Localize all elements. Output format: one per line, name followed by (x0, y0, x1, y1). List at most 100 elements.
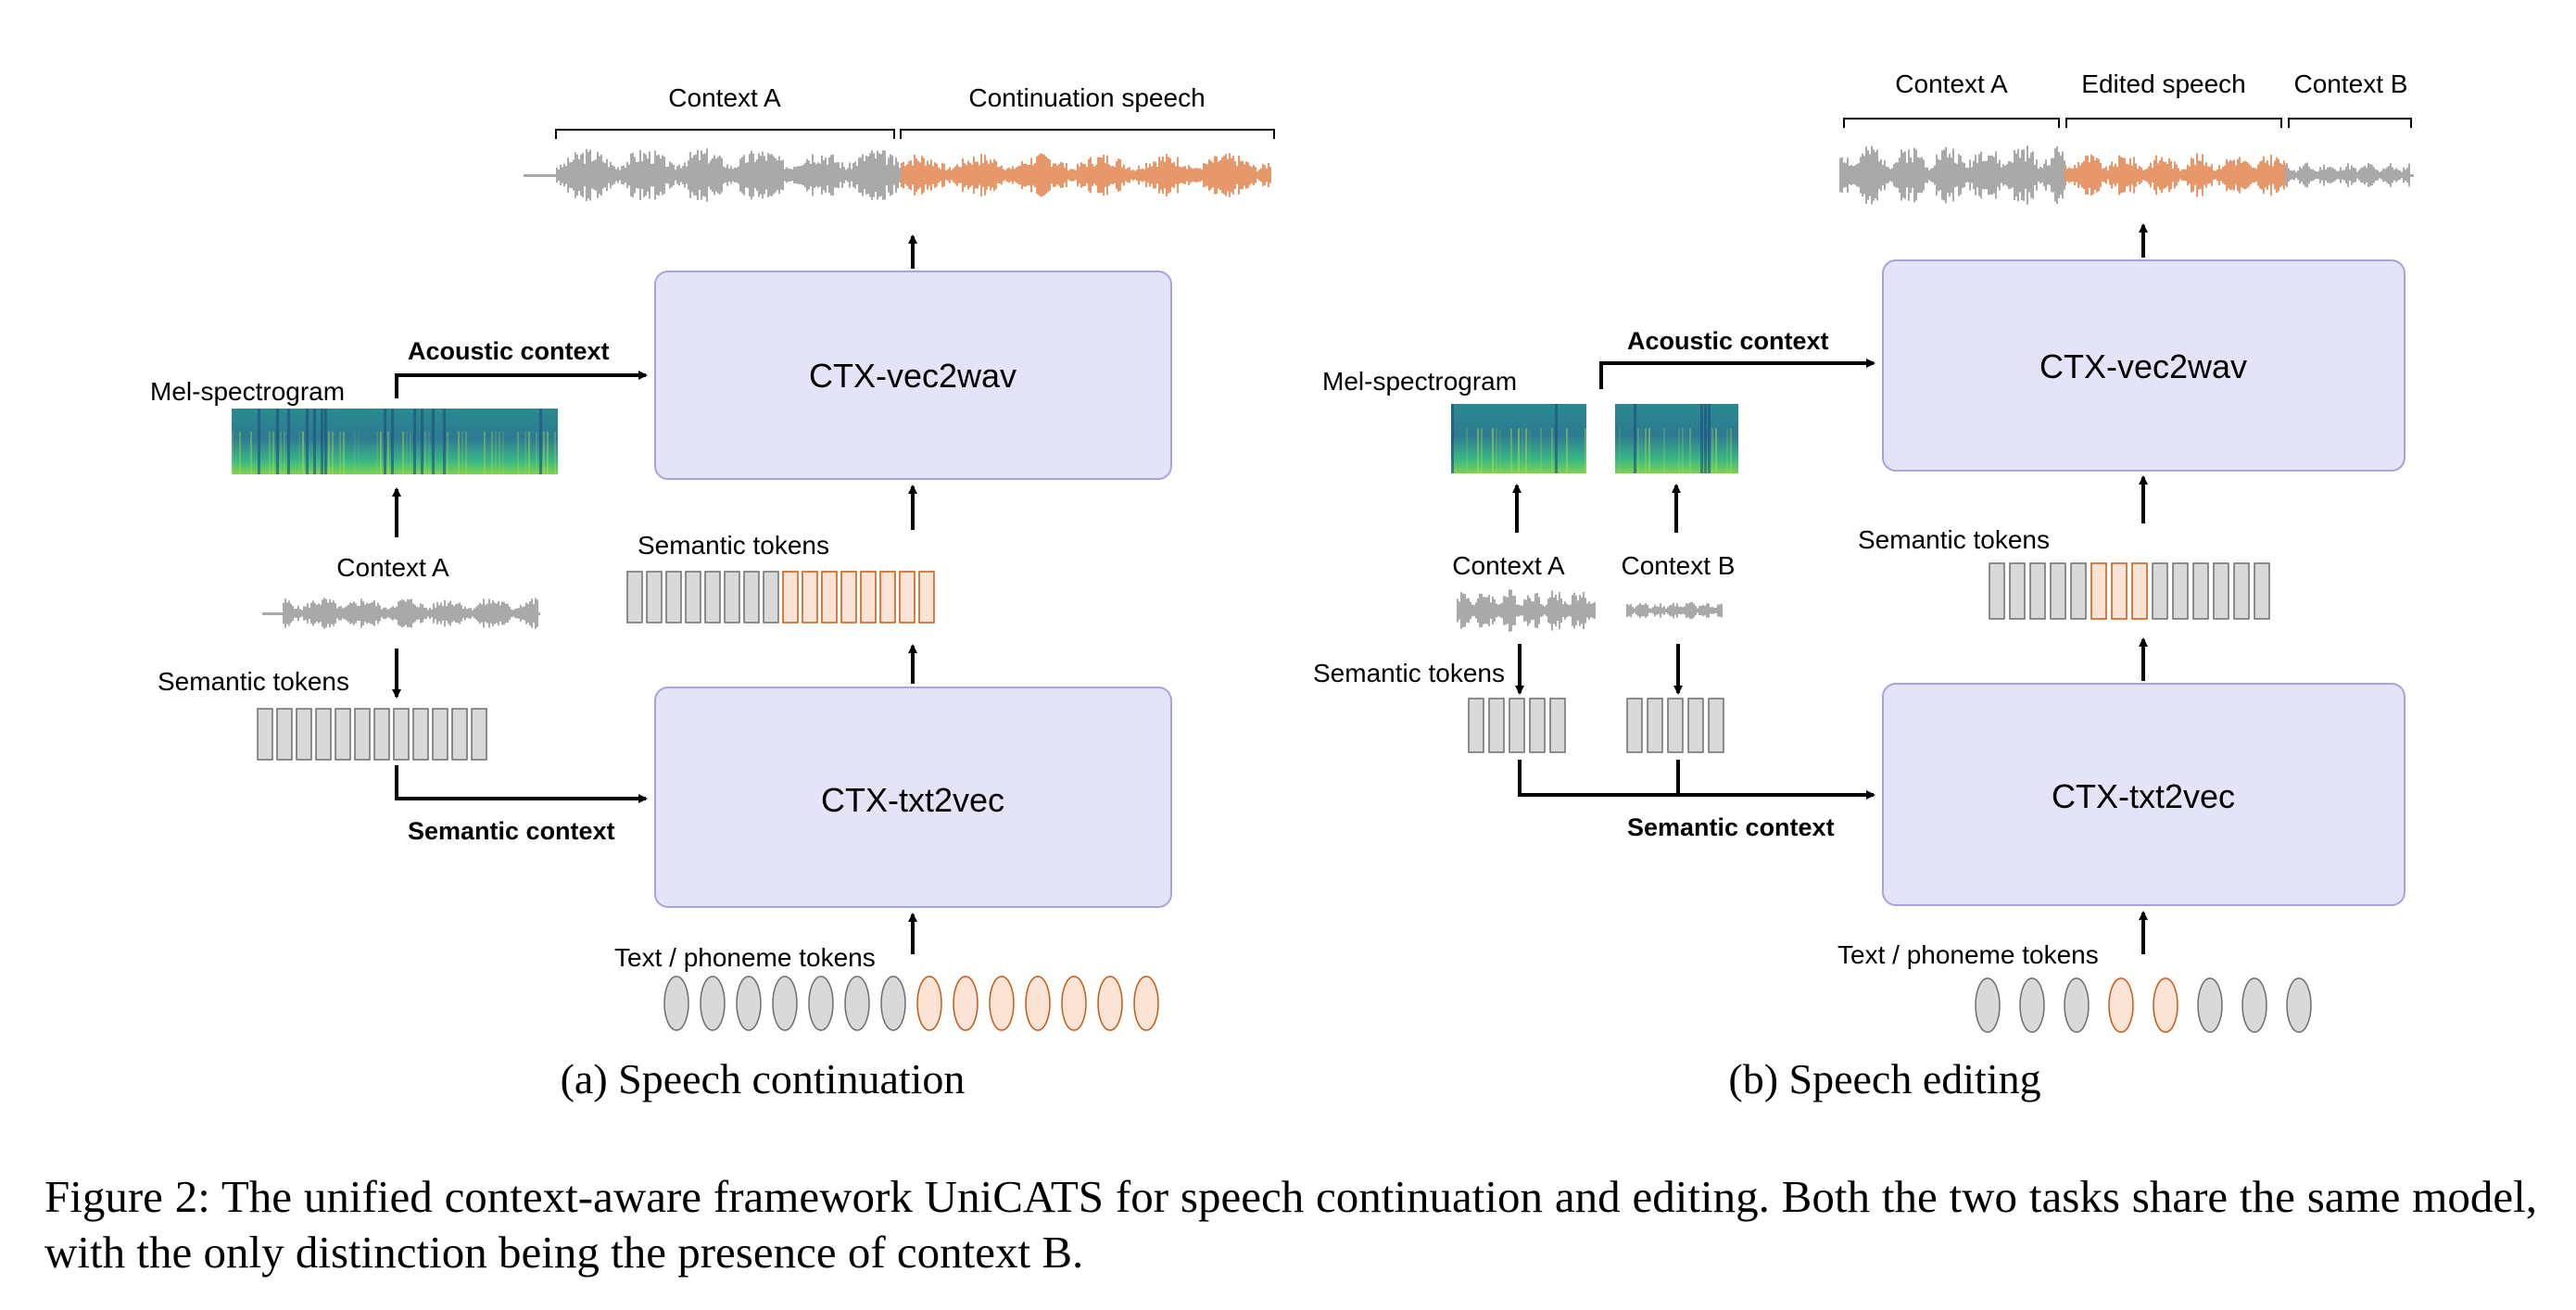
context-b-label: Context B (1622, 551, 1736, 580)
semantic-token-context (1549, 698, 1566, 753)
phoneme-tokens (663, 976, 1159, 1031)
top-label-continuation-speech: Continuation speech (968, 83, 1205, 112)
mel-spectrogram-label: Mel-spectrogram (150, 377, 345, 406)
semantic-token-context (724, 571, 740, 624)
semantic-token-context (1667, 698, 1684, 753)
phoneme-token-target (1025, 976, 1051, 1031)
subcaption-continuation: (a) Speech continuation (561, 1055, 966, 1102)
semantic-token-context (471, 708, 487, 761)
top-label-edited-speech: Edited speech (2081, 69, 2245, 98)
semantic-tokens-context-a-b (1468, 698, 1566, 753)
semantic-token-context (646, 571, 663, 624)
phoneme-token-context (700, 976, 726, 1031)
phoneme-token-target (1061, 976, 1087, 1031)
semantic-token-context (685, 571, 701, 624)
phoneme-tokens-b (1975, 977, 2312, 1033)
ctx-txt2vec-box-b (1882, 683, 2406, 906)
bracket-continuation-speech (900, 129, 1275, 139)
context-b-waveform (1626, 601, 1723, 620)
semantic-token-context (2192, 562, 2209, 620)
phoneme-token-context (2064, 977, 2090, 1033)
ctx-txt2vec-label: CTX-txt2vec (821, 781, 1004, 819)
semantic-token-generated (879, 571, 896, 624)
phoneme-token-context (808, 976, 834, 1031)
semantic-token-context (1989, 562, 2005, 620)
semantic-token-context (763, 571, 779, 624)
context-a-waveform-b (1457, 588, 1596, 633)
semantic-context-label-b: Semantic context (1627, 813, 1835, 841)
semantic-token-context (315, 708, 332, 761)
top-label-context-a-b: Context A (1895, 69, 2008, 98)
phoneme-token-context (2019, 977, 2045, 1033)
semantic-token-context (354, 708, 371, 761)
ctx-vec2wav-label-b: CTX-vec2wav (2039, 347, 2247, 385)
semantic-token-context (1626, 698, 1643, 753)
semantic-token-context (2029, 562, 2046, 620)
semantic-token-context (393, 708, 410, 761)
semantic-token-context (743, 571, 760, 624)
top-label-context-b: Context B (2294, 69, 2408, 98)
context-a-label: Context A (336, 553, 449, 582)
semantic-token-context (276, 708, 293, 761)
bracket-edited-speech (2065, 118, 2282, 128)
ctx-txt2vec-box (654, 686, 1172, 908)
semantic-token-context (704, 571, 721, 624)
phoneme-token-context (2197, 977, 2223, 1033)
semantic-token-generated (821, 571, 838, 624)
figure-caption: Figure 2: The unified context-aware fram… (44, 1171, 2537, 1278)
semantic-token-context (1529, 698, 1546, 753)
context-a-waveform (262, 598, 540, 629)
mel-spectrogram-label-b: Mel-spectrogram (1322, 367, 1517, 396)
ctx-vec2wav-box (654, 271, 1172, 480)
phoneme-token-context (663, 976, 689, 1031)
phoneme-token-target (2153, 977, 2178, 1033)
semantic-tokens-output-b (1989, 562, 2270, 620)
mel-spectrogram-context-b (1615, 404, 1738, 473)
phoneme-token-target (989, 976, 1015, 1031)
semantic-token-context (296, 708, 312, 761)
semantic-token-generated (899, 571, 915, 624)
semantic-token-generated (2111, 562, 2128, 620)
semantic-token-context (1687, 698, 1704, 753)
acoustic-context-label-b: Acoustic context (1627, 327, 1829, 355)
context-a-label-b: Context A (1452, 551, 1565, 580)
semantic-context-label: Semantic context (408, 817, 615, 845)
unicats-framework-diagram: Context A Continuation speech CTX-vec2wa… (150, 69, 2414, 1033)
semantic-token-context (1647, 698, 1663, 753)
phoneme-token-target (916, 976, 942, 1031)
semantic-token-context (1509, 698, 1525, 753)
semantic-tokens-output (626, 571, 935, 624)
semantic-token-generated (2131, 562, 2148, 620)
ctx-txt2vec-label-b: CTX-txt2vec (2052, 777, 2235, 815)
semantic-token-context (335, 708, 351, 761)
phoneme-token-context (2286, 977, 2312, 1033)
semantic-token-context (2233, 562, 2250, 620)
ctx-vec2wav-box-b (1882, 259, 2406, 472)
phoneme-token-context (772, 976, 798, 1031)
semantic-token-context (412, 708, 429, 761)
semantic-context-arrow (395, 765, 648, 803)
semantic-token-generated (2090, 562, 2107, 620)
phoneme-token-context (736, 976, 762, 1031)
output-waveform (524, 148, 1271, 202)
semantic-token-context (432, 708, 448, 761)
semantic-token-generated (802, 571, 818, 624)
acoustic-context-arrow (395, 371, 648, 398)
text-phoneme-tokens-label-b: Text / phoneme tokens (1837, 940, 2099, 969)
semantic-token-context (2213, 562, 2229, 620)
semantic-token-context (2070, 562, 2087, 620)
semantic-token-generated (918, 571, 935, 624)
text-phoneme-tokens-label: Text / phoneme tokens (614, 943, 876, 972)
acoustic-context-label: Acoustic context (408, 337, 610, 365)
semantic-token-generated (860, 571, 877, 624)
semantic-token-context (451, 708, 468, 761)
semantic-token-generated (782, 571, 799, 624)
semantic-tokens-label-right: Semantic tokens (638, 531, 829, 560)
bracket-context-a (555, 129, 895, 139)
semantic-token-context (1468, 698, 1484, 753)
semantic-tokens-label-left: Semantic tokens (158, 667, 349, 696)
semantic-token-context (2050, 562, 2066, 620)
semantic-token-context (373, 708, 390, 761)
bracket-context-b (2288, 118, 2412, 128)
phoneme-token-target (1133, 976, 1159, 1031)
